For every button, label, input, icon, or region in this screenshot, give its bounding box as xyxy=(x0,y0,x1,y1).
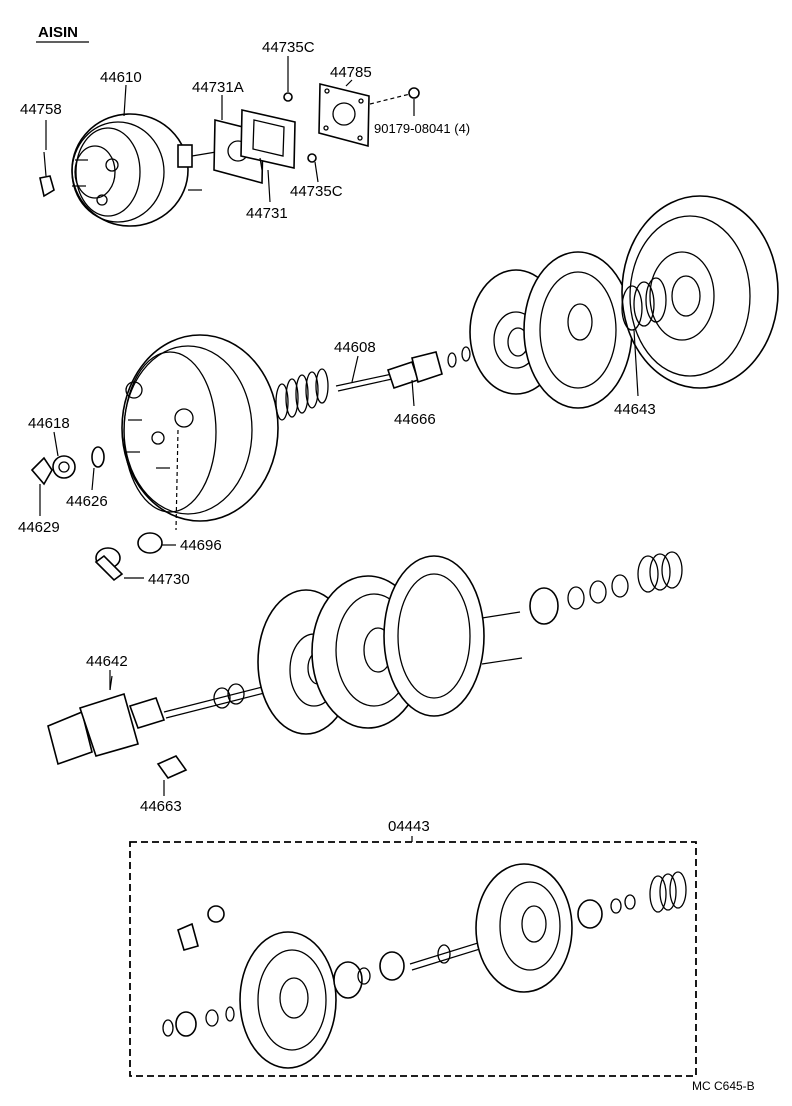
kit-diaphragm-rear xyxy=(475,863,573,993)
kit-diaphragm-front xyxy=(239,931,337,1069)
drawing-code: MC C645-B xyxy=(692,1079,755,1093)
label-44730: 44730 xyxy=(148,571,190,588)
lower-seal-stack xyxy=(529,551,683,625)
label-44785: 44785 xyxy=(330,64,372,81)
label-90179: 90179-08041 (4) xyxy=(374,121,470,136)
brand-label: AISIN xyxy=(38,24,78,41)
check-valve-44730 xyxy=(94,547,124,582)
gasket-44785 xyxy=(318,82,370,148)
valve-body-44666 xyxy=(386,346,471,390)
label-44758: 44758 xyxy=(20,101,62,118)
boot-44642 xyxy=(47,675,166,766)
kit-seals-middle xyxy=(333,951,405,999)
label-44610: 44610 xyxy=(100,69,142,86)
nut-44735C-bottom xyxy=(307,153,317,163)
pushrod-44608 xyxy=(335,373,393,392)
label-44642: 44642 xyxy=(86,653,128,670)
diaphragm xyxy=(523,251,633,409)
nut-90179 xyxy=(369,87,420,105)
rear-shell xyxy=(121,334,279,522)
label-44735C-bottom: 44735C xyxy=(290,183,343,200)
label-44663: 44663 xyxy=(140,798,182,815)
label-44626: 44626 xyxy=(66,493,108,510)
front-shell xyxy=(621,195,779,389)
kit-seals-rear xyxy=(577,871,687,929)
clevis-44758 xyxy=(39,151,55,198)
label-44731: 44731 xyxy=(246,205,288,222)
kit-check-valve xyxy=(177,905,225,951)
booster-assembly-top xyxy=(71,113,229,227)
clip-44663 xyxy=(156,755,188,779)
label-04443: 04443 xyxy=(388,818,430,835)
label-44618: 44618 xyxy=(28,415,70,432)
washer-44626 xyxy=(91,446,105,468)
lower-shell xyxy=(383,555,523,717)
label-44666: 44666 xyxy=(394,411,436,428)
label-44735C-top: 44735C xyxy=(262,39,315,56)
retainer-44629 xyxy=(30,456,53,486)
label-44731A: 44731A xyxy=(192,79,244,96)
seal-44618 xyxy=(52,455,76,479)
return-spring xyxy=(275,368,329,421)
label-44696: 44696 xyxy=(180,537,222,554)
grommet-44696 xyxy=(137,429,179,554)
spacer-44731 xyxy=(240,109,296,171)
label-44608: 44608 xyxy=(334,339,376,356)
nut-44735C-top xyxy=(283,92,293,102)
kit-seal-rings xyxy=(162,1006,235,1037)
seal-44643 xyxy=(621,277,667,331)
kit-04443-boundary xyxy=(129,841,697,1077)
label-44629: 44629 xyxy=(18,519,60,536)
label-44643: 44643 xyxy=(614,401,656,418)
